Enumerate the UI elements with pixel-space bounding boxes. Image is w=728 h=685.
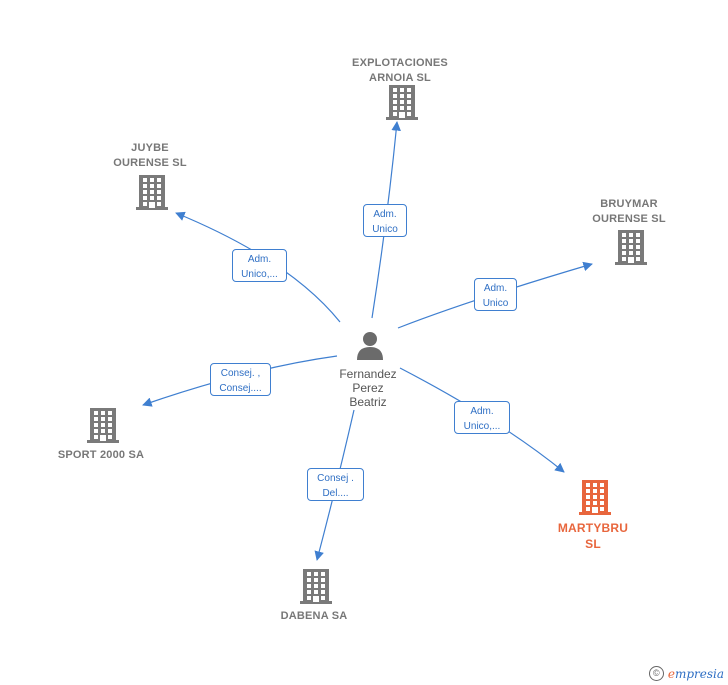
edge-label-line: Unico,...: [241, 269, 278, 280]
building-icon-dabena[interactable]: [300, 569, 332, 604]
company-label-line: JUYBE: [131, 142, 169, 154]
footer-credit: © empresia: [648, 666, 724, 681]
edge-label-line: Consej .: [317, 473, 354, 484]
building-icon-sport-2000[interactable]: [87, 408, 119, 443]
edge-label-sport-2000[interactable]: Consej. , Consej....: [210, 363, 271, 396]
edge-label-line: Adm.: [483, 283, 508, 294]
person-name-line: Perez: [352, 381, 384, 395]
company-label-martybru[interactable]: MARTYBRU SL: [523, 520, 663, 552]
edge-label-martybru[interactable]: Adm. Unico,...: [454, 401, 510, 434]
edge-label-line: Del....: [322, 488, 349, 499]
building-icon-juybe-ourense[interactable]: [136, 175, 168, 210]
company-label-line: OURENSE SL: [592, 213, 666, 225]
person-name-line: Fernandez: [339, 367, 397, 381]
company-label-line: EXPLOTACIONES: [352, 57, 448, 69]
edge-label-bruymar-ourense[interactable]: Adm. Unico: [474, 278, 517, 311]
copyright-icon: ©: [648, 666, 664, 681]
company-label-bruymar-ourense[interactable]: BRUYMAR OURENSE SL: [559, 197, 699, 227]
building-icon-martybru[interactable]: [579, 480, 611, 515]
edge-label-line: Adm.: [373, 209, 397, 220]
person-name-line: Beatriz: [349, 395, 387, 409]
company-label-line: SL: [585, 537, 601, 551]
edge-label-line: Unico: [482, 298, 509, 309]
building-icon-explotaciones-arnoia[interactable]: [386, 85, 418, 120]
building-icon-bruymar-ourense[interactable]: [615, 230, 647, 265]
company-label-line: SPORT 2000 SA: [57, 449, 145, 461]
edge-label-line: Consej....: [219, 383, 262, 394]
company-label-line: DABENA SA: [280, 610, 348, 622]
company-label-explotaciones-arnoia[interactable]: EXPLOTACIONES ARNOIA SL: [330, 56, 470, 86]
company-label-line: BRUYMAR: [600, 198, 658, 210]
edge-label-line: Unico,...: [463, 421, 501, 432]
edge-label-explotaciones-arnoia[interactable]: Adm. Unico: [363, 204, 407, 237]
edge-label-juybe-ourense[interactable]: Adm. Unico,...: [232, 249, 287, 282]
edge-label-line: Adm.: [247, 254, 272, 265]
company-label-dabena[interactable]: DABENA SA: [244, 609, 384, 624]
company-label-sport-2000[interactable]: SPORT 2000 SA: [31, 448, 171, 463]
edge-label-dabena[interactable]: Consej . Del....: [307, 468, 364, 501]
edge-label-line: Unico: [372, 224, 398, 235]
edge-label-line: Adm.: [470, 406, 494, 417]
edge-label-line: Consej. ,: [220, 368, 261, 379]
company-label-line: OURENSE SL: [113, 157, 187, 169]
company-label-line: MARTYBRU: [557, 521, 629, 535]
company-label-line: ARNOIA SL: [369, 72, 431, 84]
person-icon[interactable]: [357, 332, 383, 360]
brand-logo[interactable]: empresia: [667, 666, 724, 681]
company-label-juybe-ourense[interactable]: JUYBE OURENSE SL: [80, 141, 220, 171]
